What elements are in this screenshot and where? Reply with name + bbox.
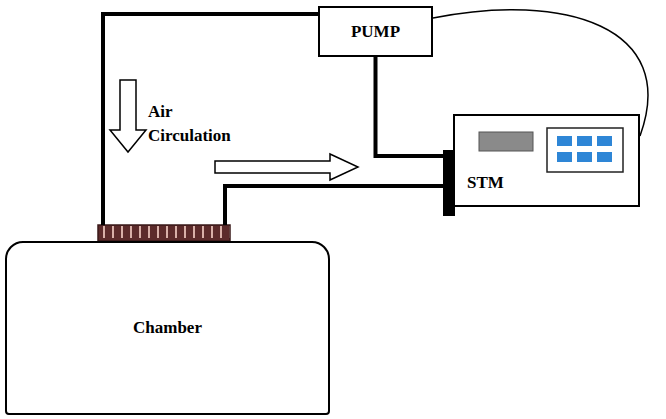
chamber-cap [98, 225, 230, 241]
air-flow-arrow-down [110, 80, 146, 152]
stm-key [557, 152, 572, 162]
air-flow-arrow-right [215, 154, 358, 180]
flow-label: Air Circulation [148, 100, 248, 148]
node-text: STM [467, 173, 504, 193]
stm-keypad [547, 128, 623, 172]
stm-key [577, 152, 592, 162]
chamber-box: Chamber [5, 241, 330, 415]
air-tube [225, 186, 443, 225]
stm-key [557, 136, 572, 146]
air-tube [103, 14, 318, 225]
stm-device: STM [453, 114, 640, 207]
node-text: Chamber [133, 318, 202, 338]
stm-key [597, 136, 612, 146]
air-tube [376, 57, 444, 156]
node-text: PUMP [351, 22, 400, 42]
stm-display [479, 132, 533, 151]
stm-key [577, 136, 592, 146]
stm-key [597, 152, 612, 162]
pump-box: PUMP [318, 6, 433, 57]
